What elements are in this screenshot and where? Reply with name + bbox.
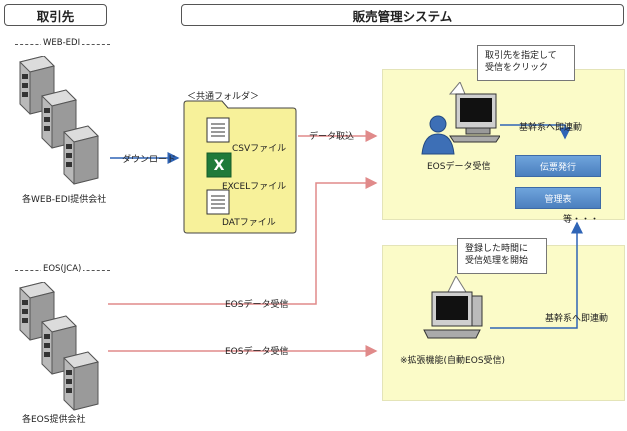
core-link-arrow-1 (500, 124, 571, 140)
web-edi-label: WEB-EDI (41, 38, 83, 48)
auto-eos-receive-label: ※拡張機能(自動EOS受信) (400, 356, 506, 366)
callout-line: 受信処理を開始 (465, 256, 529, 266)
eos-receive-arrow-1 (108, 177, 378, 305)
web-edi-caption: 各WEB-EDI提供会社 (22, 195, 107, 205)
supplier-header: 取引先 (4, 4, 107, 26)
data-import-label: データ取込 (309, 132, 355, 142)
excel-file-label: EXCELファイル (222, 182, 287, 192)
core-link-arrow-2 (490, 221, 583, 329)
callout-line: 登録した時間に (465, 244, 529, 254)
svg-text:X: X (214, 158, 225, 174)
auto-pc-icon (423, 276, 483, 339)
slip-issue-button[interactable]: 伝票発行 (515, 155, 601, 177)
csv-file-icon (206, 117, 230, 143)
auto-receive-callout: 登録した時間に 受信処理を開始 (457, 238, 547, 274)
sales-system-header: 販売管理システム (181, 4, 624, 26)
core-link-label-1: 基幹系へ即連動 (519, 123, 583, 133)
excel-file-icon: X (206, 152, 232, 178)
core-link-label-2: 基幹系へ即連動 (545, 314, 609, 324)
eos-caption: 各EOS提供会社 (22, 415, 86, 425)
management-table-button[interactable]: 管理表 (515, 187, 601, 209)
eos-receive-label-1: EOSデータ受信 (225, 300, 289, 310)
eos-label: EOS(JCA) (41, 264, 84, 274)
callout-line: 受信をクリック (485, 63, 549, 73)
csv-file-label: CSVファイル (232, 144, 287, 154)
eos-receive-user-label: EOSデータ受信 (427, 162, 491, 172)
shared-folder-title: ＜共通フォルダ＞ (187, 92, 260, 102)
manual-receive-callout: 取引先を指定して 受信をクリック (477, 45, 575, 81)
eos-servers-icon (19, 282, 99, 411)
callout-line: 取引先を指定して (485, 51, 557, 61)
download-label: ダウンロード (122, 155, 177, 165)
web-edi-servers-icon (19, 56, 99, 185)
user-pc-icon (421, 82, 500, 155)
etc-label: 等・・・ (563, 215, 600, 225)
eos-receive-label-2: EOSデータ受信 (225, 347, 289, 357)
dat-file-label: DATファイル (222, 218, 276, 228)
dat-file-icon (206, 189, 230, 215)
shared-folder-icon (183, 100, 297, 234)
